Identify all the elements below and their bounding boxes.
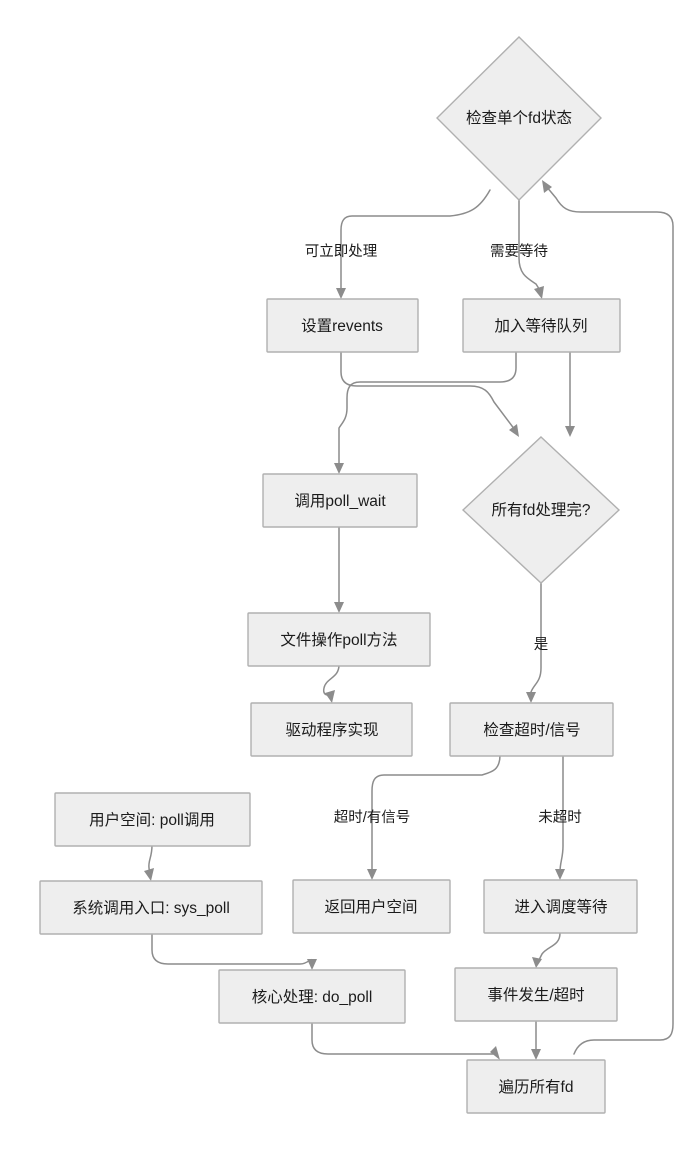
edge-label-timeout-or-signal: 超时/有信号 <box>334 809 411 826</box>
rect-shape <box>454 967 618 1022</box>
arrow-head-icon <box>555 869 565 880</box>
rect-shape <box>483 879 638 934</box>
edge-check-timeout-to-return-user <box>367 754 501 880</box>
diamond-shape <box>461 436 621 584</box>
edge-iterate-all-fd-to-check-fd <box>542 180 674 1055</box>
node-check-timeout[interactable]: 检查超时/信号 <box>449 702 614 757</box>
node-label: 调用poll_wait <box>294 492 386 510</box>
node-enter-schedule[interactable]: 进入调度等待 <box>483 879 638 934</box>
edge-label-yes: 是 <box>534 637 549 653</box>
node-label: 遍历所有fd <box>499 1078 574 1096</box>
edge-check-fd-to-set-revents <box>336 189 491 299</box>
node-return-user[interactable]: 返回用户空间 <box>292 879 451 934</box>
node-label: 系统调用入口: sys_poll <box>72 899 230 917</box>
node-check-fd[interactable]: 检查单个fd状态 <box>436 36 602 201</box>
edge-add-waitqueue-to-all-fd-done <box>565 351 575 437</box>
rect-shape <box>449 702 614 757</box>
node-event-or-timeout[interactable]: 事件发生/超时 <box>454 967 618 1022</box>
node-label: 加入等待队列 <box>494 317 587 335</box>
edge-label-no-timeout: 未超时 <box>538 809 582 826</box>
rect-shape <box>292 879 451 934</box>
edge-check-timeout-to-enter-schedule <box>555 754 565 880</box>
edge-set-revents-to-all-fd-done <box>340 351 519 437</box>
node-label: 检查单个fd状态 <box>466 109 572 127</box>
arrow-head-icon <box>325 690 335 703</box>
node-label: 用户空间: poll调用 <box>89 811 215 829</box>
rect-shape <box>466 1059 606 1114</box>
arrow-head-icon <box>565 426 575 437</box>
node-user-space-poll[interactable]: 用户空间: poll调用 <box>54 792 251 847</box>
node-label: 驱动程序实现 <box>285 721 378 739</box>
edge-file-op-poll-to-driver-impl <box>322 664 340 703</box>
arrow-head-icon <box>526 692 536 703</box>
arrow-head-icon <box>509 424 519 437</box>
edge-enter-schedule-to-event-or-timeout <box>532 932 561 968</box>
arrow-head-icon <box>334 463 344 474</box>
edge-syscall-entry-to-core-do-poll <box>151 933 317 970</box>
diamond-shape <box>436 36 602 201</box>
rect-shape <box>262 473 418 528</box>
node-label: 进入调度等待 <box>514 898 607 916</box>
rect-shape <box>54 792 251 847</box>
arrow-head-icon <box>367 869 377 880</box>
node-label: 检查超时/信号 <box>483 721 580 739</box>
edge-core-do-poll-to-iterate-all-fd <box>311 1021 500 1060</box>
node-driver-impl[interactable]: 驱动程序实现 <box>250 702 413 757</box>
edge-label-can-handle-now: 可立即处理 <box>305 243 378 260</box>
edge-user-space-poll-to-syscall-entry <box>144 844 154 881</box>
rect-shape <box>462 298 621 353</box>
arrow-head-icon <box>307 959 317 970</box>
rect-shape <box>247 612 431 667</box>
arrow-head-icon <box>334 602 344 613</box>
rect-shape <box>218 969 406 1024</box>
node-syscall-entry[interactable]: 系统调用入口: sys_poll <box>39 880 263 935</box>
node-label: 所有fd处理完? <box>491 501 590 519</box>
node-label: 文件操作poll方法 <box>280 631 397 649</box>
arrow-head-icon <box>144 868 154 881</box>
arrow-head-icon <box>532 957 542 968</box>
nodes-layer: 检查单个fd状态 设置revents 加入等待队列 调用poll_wait 所有… <box>39 36 638 1114</box>
edge-all-fd-done-to-check-timeout <box>526 582 542 703</box>
arrow-head-icon <box>542 180 552 193</box>
rect-shape <box>266 298 419 353</box>
edge-label-need-wait: 需要等待 <box>490 242 548 260</box>
node-all-fd-done[interactable]: 所有fd处理完? <box>461 436 621 584</box>
node-file-op-poll[interactable]: 文件操作poll方法 <box>247 612 431 667</box>
arrow-head-icon <box>336 288 346 299</box>
node-set-revents[interactable]: 设置revents <box>266 298 419 353</box>
node-label: 设置revents <box>301 317 383 335</box>
edges-layer <box>144 180 674 1060</box>
node-label: 事件发生/超时 <box>487 986 584 1004</box>
node-core-do-poll[interactable]: 核心处理: do_poll <box>218 969 406 1024</box>
edge-call-poll-wait-to-file-op-poll <box>334 526 344 613</box>
node-label: 返回用户空间 <box>324 898 417 916</box>
arrow-head-icon <box>534 286 544 299</box>
node-iterate-all-fd[interactable]: 遍历所有fd <box>466 1059 606 1114</box>
edge-event-or-timeout-to-iterate-all-fd <box>531 1021 541 1060</box>
arrow-head-icon <box>490 1046 500 1060</box>
node-label: 核心处理: do_poll <box>252 988 373 1006</box>
edge-labels-layer: 可立即处理 需要等待 是 超时/有信号 未超时 <box>305 242 582 826</box>
rect-shape <box>250 702 413 757</box>
node-add-waitqueue[interactable]: 加入等待队列 <box>462 298 621 353</box>
edge-check-fd-to-add-waitqueue <box>518 199 544 299</box>
arrow-head-icon <box>531 1049 541 1060</box>
rect-shape <box>39 880 263 935</box>
edge-add-waitqueue-to-call-poll-wait <box>334 351 517 474</box>
node-call-poll-wait[interactable]: 调用poll_wait <box>262 473 418 528</box>
